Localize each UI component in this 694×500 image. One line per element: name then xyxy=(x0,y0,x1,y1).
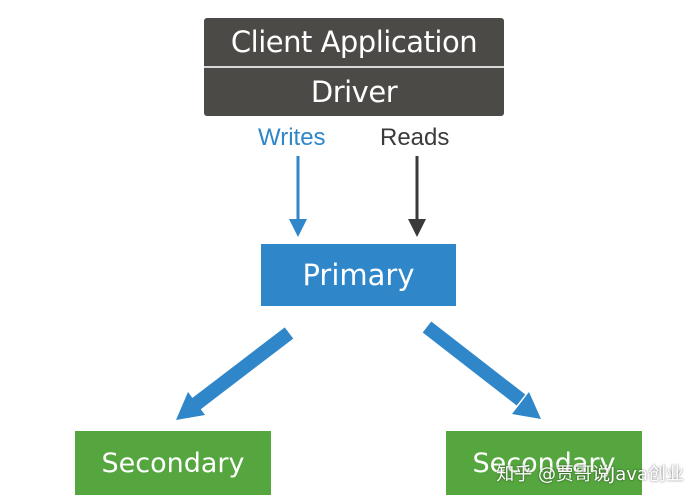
reads-label: Reads xyxy=(380,124,450,151)
primary-box: Primary xyxy=(261,244,456,306)
secondary-box-right: Secondary xyxy=(446,431,642,495)
replication-right-arrow: Replication xyxy=(422,309,541,419)
replication-left-arrow: Replication xyxy=(176,319,294,420)
secondary-label-right: Secondary xyxy=(472,447,616,479)
watermark-text: 知乎 @贾哥说Java创业 xyxy=(496,464,684,485)
client-driver-divider xyxy=(204,66,504,68)
writes-label: Writes xyxy=(258,124,326,151)
client-application-box: Client Application Driver xyxy=(204,18,504,116)
primary-label: Primary xyxy=(302,258,415,292)
client-application-title: Client Application xyxy=(230,25,478,59)
secondary-label-left: Secondary xyxy=(101,447,245,479)
driver-label: Driver xyxy=(310,74,398,109)
secondary-box-left: Secondary xyxy=(75,431,271,495)
